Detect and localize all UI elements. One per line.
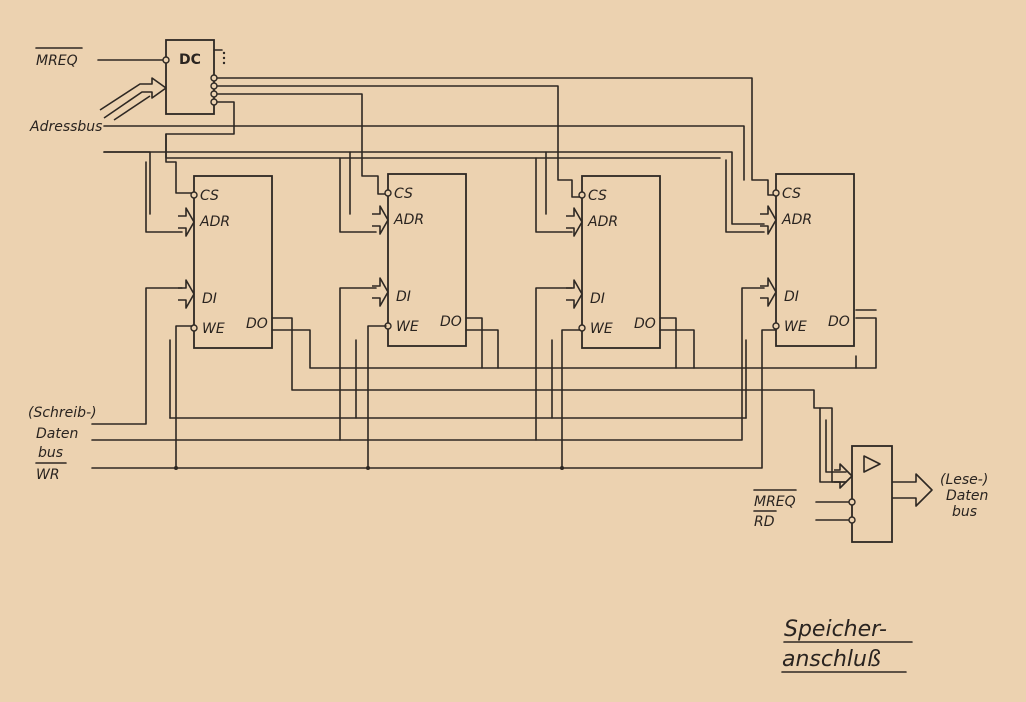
addressbus-label: Adressbus bbox=[29, 119, 102, 135]
di-arrow bbox=[178, 279, 195, 309]
memory-chip-4: CS ADR DI WE DO bbox=[760, 173, 855, 347]
di-arrow bbox=[372, 277, 389, 307]
read-bus-label-3: bus bbox=[952, 504, 977, 520]
write-bus-label-2: Daten bbox=[36, 426, 78, 442]
read-bus-arrow bbox=[892, 473, 933, 507]
data-out-lines bbox=[271, 309, 877, 483]
rd-label: RD bbox=[754, 514, 775, 530]
chip-cs-label: CS bbox=[782, 186, 801, 202]
chip-adr-label: ADR bbox=[393, 212, 424, 228]
cs-inversion bbox=[190, 191, 198, 199]
chip-adr-label: ADR bbox=[587, 214, 618, 230]
title-line-2: anschluß bbox=[782, 647, 881, 672]
memory-chip-3: CS ADR DI WE DO bbox=[566, 175, 661, 349]
buffer-mreq-label: MREQ bbox=[754, 494, 796, 510]
cs-select-lines bbox=[165, 77, 777, 198]
read-bus-label-2: Daten bbox=[946, 488, 988, 504]
adr-arrow bbox=[178, 207, 195, 237]
chip-we-label: WE bbox=[202, 321, 225, 337]
write-bus-label-1: (Schreib-) bbox=[28, 405, 97, 421]
adr-arrow bbox=[566, 207, 583, 237]
address-bus-lines bbox=[103, 125, 765, 233]
chip-cs-label: CS bbox=[200, 188, 219, 204]
chip-adr-label: ADR bbox=[781, 212, 812, 228]
mreq-top-label: MREQ bbox=[36, 53, 78, 69]
di-arrow bbox=[566, 279, 583, 309]
buffer-triangle-icon bbox=[863, 455, 881, 473]
chip-we-label: WE bbox=[784, 319, 807, 335]
cs-inversion bbox=[578, 191, 586, 199]
adr-arrow bbox=[760, 205, 777, 235]
chip-do-label: DO bbox=[828, 314, 850, 330]
chip-adr-label: ADR bbox=[199, 214, 230, 230]
decoder: DC bbox=[97, 39, 226, 121]
chip-di-label: DI bbox=[784, 289, 799, 305]
decoder-label: DC bbox=[179, 52, 201, 68]
chip-box bbox=[387, 173, 467, 347]
chip-box bbox=[193, 175, 273, 349]
decoder-out-3 bbox=[210, 90, 218, 98]
we-inversion bbox=[772, 322, 780, 330]
chip-di-label: DI bbox=[202, 291, 217, 307]
adr-arrow bbox=[372, 205, 389, 235]
chip-do-label: DO bbox=[440, 314, 462, 330]
di-arrow bbox=[760, 277, 777, 307]
buffer-box bbox=[851, 445, 893, 543]
write-bus-lines bbox=[91, 287, 777, 470]
chip-do-label: DO bbox=[246, 316, 268, 332]
title-line-1: Speicher- bbox=[784, 617, 887, 642]
cs-inversion bbox=[384, 189, 392, 197]
cs-inversion bbox=[772, 189, 780, 197]
chip-we-label: WE bbox=[396, 319, 419, 335]
read-bus-label-1: (Lese-) bbox=[940, 472, 988, 488]
decoder-out-4 bbox=[210, 98, 218, 106]
buffer-input-arrow bbox=[834, 463, 853, 489]
chip-di-label: DI bbox=[396, 289, 411, 305]
write-bus-label-3: bus bbox=[38, 445, 63, 461]
memory-chip-2: CS ADR DI WE DO bbox=[372, 173, 467, 347]
mreq-inversion bbox=[162, 56, 170, 64]
chip-box bbox=[581, 175, 661, 349]
chip-we-label: WE bbox=[590, 321, 613, 337]
chip-box bbox=[775, 173, 855, 347]
chip-do-label: DO bbox=[634, 316, 656, 332]
chip-cs-label: CS bbox=[588, 188, 607, 204]
decoder-out-1 bbox=[210, 74, 218, 82]
decoder-out-2 bbox=[210, 82, 218, 90]
decoder-address-arrow-inner bbox=[113, 95, 151, 121]
output-buffer bbox=[815, 445, 933, 543]
chip-di-label: DI bbox=[590, 291, 605, 307]
chip-cs-label: CS bbox=[394, 186, 413, 202]
wr-label: WR bbox=[36, 467, 60, 483]
decoder-address-arrow bbox=[99, 77, 167, 119]
memory-chip-1: CS ADR DI WE DO bbox=[178, 175, 273, 349]
